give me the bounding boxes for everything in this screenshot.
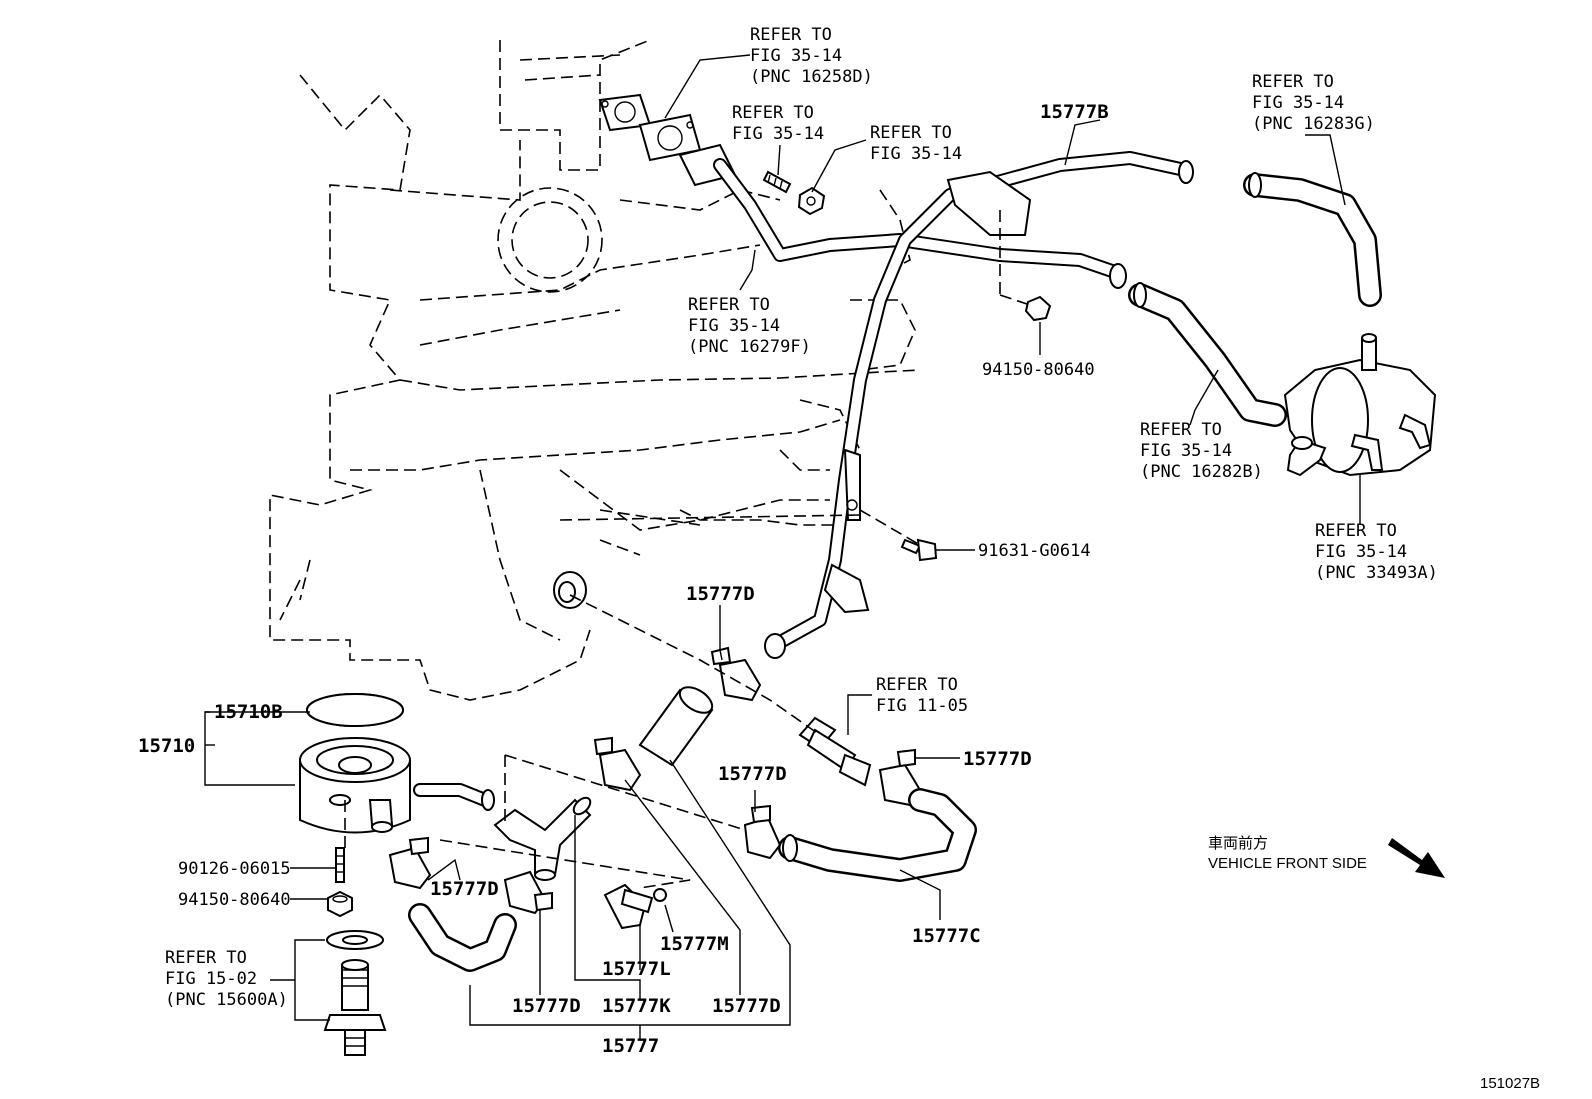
sensor-15777K (603, 883, 667, 930)
label-refer-16279F: REFER TO FIG 35-14 (PNC 16279F) (688, 295, 811, 357)
svg-text:REFER TO: REFER TO (165, 948, 247, 968)
svg-text:FIG 35-14: FIG 35-14 (1140, 441, 1232, 461)
label-refer-16282B: REFER TO FIG 35-14 (PNC 16282B) (1140, 420, 1263, 482)
svg-text:REFER TO: REFER TO (1252, 72, 1334, 92)
svg-text:FIG 35-14: FIG 35-14 (1315, 542, 1407, 562)
leader-lines (204, 54, 1361, 1040)
svg-text:REFER TO: REFER TO (750, 25, 832, 45)
water-bypass-pipe (678, 143, 1127, 289)
svg-text:FIG 35-14: FIG 35-14 (688, 316, 780, 336)
label-15777D-b: 15777D (963, 748, 1032, 770)
label-refer-16283G: REFER TO FIG 35-14 (PNC 16283G) (1252, 72, 1375, 134)
label-refer-11-05: REFER TO FIG 11-05 (876, 675, 968, 716)
clamp-15777D-3 (743, 804, 782, 860)
gasket-15710B (306, 693, 404, 727)
label-15777B: 15777B (1040, 101, 1109, 123)
label-front-jp: 車両前方 (1208, 835, 1268, 852)
union-fitting (798, 716, 872, 787)
label-15710: 15710 (138, 735, 195, 757)
label-94150-top: 94150-80640 (982, 360, 1095, 380)
svg-text:(PNC 16283G): (PNC 16283G) (1252, 114, 1375, 134)
svg-text:REFER TO: REFER TO (876, 675, 958, 695)
clamp-15777D-6 (503, 870, 553, 915)
hose-16283G (1243, 172, 1382, 307)
label-refer-nut: REFER TO FIG 35-14 (870, 123, 962, 164)
label-91631: 91631-G0614 (978, 541, 1091, 561)
union-bolt-15600A (323, 930, 387, 1056)
hose-16282B (1128, 282, 1287, 427)
svg-text:REFER TO: REFER TO (688, 295, 770, 315)
label-front-en: VEHICLE FRONT SIDE (1208, 855, 1367, 872)
flange-gasket-pair (598, 93, 702, 162)
label-15710B: 15710B (214, 701, 283, 723)
svg-text:FIG 15-02: FIG 15-02 (165, 969, 257, 989)
nut-94150-top (1024, 295, 1052, 322)
label-15777C: 15777C (912, 925, 981, 947)
svg-text:FIG 11-05: FIG 11-05 (876, 696, 968, 716)
svg-text:FIG 35-14: FIG 35-14 (1252, 93, 1344, 113)
svg-text:FIG 35-14: FIG 35-14 (750, 46, 842, 66)
hose-15777C (778, 788, 977, 882)
clamp-15777D-4 (593, 736, 642, 792)
straight-hose (638, 686, 714, 767)
svg-text:(PNC 16282B): (PNC 16282B) (1140, 462, 1263, 482)
svg-text:(PNC 16258D): (PNC 16258D) (750, 67, 873, 87)
label-refer-16258D: REFER TO FIG 35-14 (PNC 16258D) (750, 25, 873, 87)
svg-text:REFER TO: REFER TO (732, 103, 814, 123)
svg-text:REFER TO: REFER TO (870, 123, 952, 143)
label-15777D-c: 15777D (718, 763, 787, 785)
label-90126: 90126-06015 (178, 859, 291, 879)
svg-text:(PNC 16279F): (PNC 16279F) (688, 337, 811, 357)
clamp-15777D-1 (710, 646, 762, 702)
label-refer-15600A: REFER TO FIG 15-02 (PNC 15600A) (165, 948, 288, 1010)
label-15777D-e: 15777D (512, 995, 581, 1017)
hose-lower (408, 903, 517, 972)
bolt-91631 (900, 538, 938, 562)
label-refer-stud: REFER TO FIG 35-14 (732, 103, 824, 144)
svg-text:REFER TO: REFER TO (1140, 420, 1222, 440)
label-15777L: 15777L (602, 958, 671, 980)
label-15777M: 15777M (660, 933, 729, 955)
y-fitting (493, 796, 592, 881)
svg-text:FIG 35-14: FIG 35-14 (732, 124, 824, 144)
part-33493A (1283, 333, 1437, 477)
label-15777D-a: 15777D (686, 583, 755, 605)
diagram-id: 151027B (1480, 1075, 1540, 1092)
label-15777: 15777 (602, 1035, 659, 1057)
label-refer-33493A: REFER TO FIG 35-14 (PNC 33493A) (1315, 521, 1438, 583)
svg-text:FIG 35-14: FIG 35-14 (870, 144, 962, 164)
clamp-15777D-5 (388, 836, 432, 890)
front-direction-arrow-icon (1388, 838, 1445, 878)
nut-94150-bottom (327, 890, 353, 918)
label-15777D-f: 15777D (712, 995, 781, 1017)
svg-text:REFER TO: REFER TO (1315, 521, 1397, 541)
label-15777D-d: 15777D (430, 878, 499, 900)
svg-text:(PNC 15600A): (PNC 15600A) (165, 990, 288, 1010)
stud-bolt-top (762, 170, 792, 194)
label-94150-bottom: 94150-80640 (178, 890, 291, 910)
nut-top (797, 186, 826, 216)
label-15777K: 15777K (602, 995, 671, 1017)
stud-90126 (335, 847, 345, 883)
water-pipe-15777B (764, 151, 1194, 659)
svg-text:(PNC 33493A): (PNC 33493A) (1315, 563, 1438, 583)
